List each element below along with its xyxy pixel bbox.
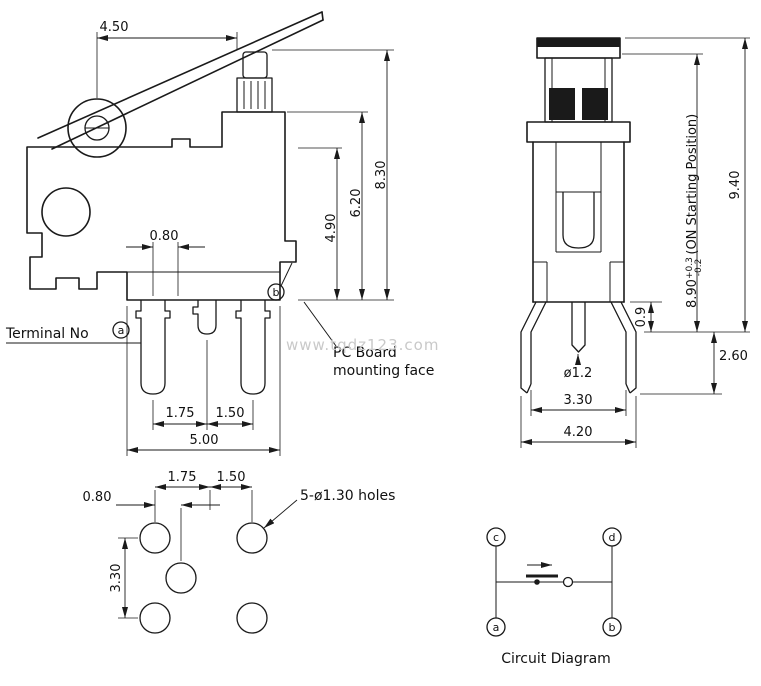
terminal-a-badge: a bbox=[118, 324, 125, 337]
dim-row-pitch: 3.30 bbox=[109, 537, 138, 619]
dim-pin-pitch: 1.75 1.50 bbox=[152, 340, 254, 430]
circuit-caption: Circuit Diagram bbox=[501, 651, 611, 667]
front-view: 9.40 8.90+0.3-0.2(ON Starting Position) … bbox=[520, 37, 750, 448]
terminal-legs-front bbox=[520, 301, 637, 394]
pcb-hole-view: 1.75 1.50 0.80 3.30 5-ø1.30 holes bbox=[83, 470, 395, 634]
pc-board-label-2: mounting face bbox=[333, 363, 434, 379]
dim-pitch-2-label: 1.50 bbox=[217, 470, 246, 485]
dim-leg-span-label: 3.30 bbox=[564, 393, 593, 408]
dim-top-width-label: 4.50 bbox=[100, 20, 129, 35]
lever-hinge bbox=[67, 98, 127, 158]
dim-base-width-label: 5.00 bbox=[190, 433, 219, 448]
dim-pin-offset-label: 0.80 bbox=[150, 229, 179, 244]
dim-overall-width-label: 4.20 bbox=[564, 425, 593, 440]
terminal-no-label: Terminal No bbox=[5, 326, 89, 342]
circuit-terminal-d: d bbox=[609, 531, 616, 544]
circuit-diagram: c d a b Circuit Diagram bbox=[486, 527, 622, 667]
dim-height-total-label: 8.30 bbox=[374, 161, 389, 190]
plunger-button-side bbox=[236, 51, 273, 113]
switch-body-front bbox=[526, 37, 631, 303]
dim-pin-dia-label: ø1.2 bbox=[564, 366, 593, 381]
dim-height-lower-label: 4.90 bbox=[324, 214, 339, 243]
dim-leg-length-label: 2.60 bbox=[719, 349, 748, 364]
dim-base-width: 5.00 bbox=[126, 306, 281, 456]
circuit-terminal-b: b bbox=[609, 621, 616, 634]
lever-arm bbox=[37, 11, 324, 150]
dim-height-body-label: 6.20 bbox=[349, 189, 364, 218]
dim-standoff-label: 0.9 bbox=[634, 307, 649, 328]
dim-on-position-label: 8.90+0.3-0.2(ON Starting Position) bbox=[685, 114, 704, 308]
pc-board-callout: PC Board mounting face bbox=[303, 301, 434, 379]
dim-hole-pitch: 1.75 1.50 bbox=[154, 470, 253, 522]
dim-front-total-label: 9.40 bbox=[728, 171, 743, 200]
circuit-terminal-c: c bbox=[493, 531, 499, 544]
dim-top-width: 4.50 bbox=[96, 20, 238, 98]
dim-pin-pitch-1-label: 1.75 bbox=[166, 406, 195, 421]
dim-front-widths: 3.30 4.20 ø1.2 bbox=[520, 354, 637, 448]
dim-hole-offset: 0.80 bbox=[83, 490, 220, 561]
side-view: 4.50 8.30 6.20 4.90 0.80 bbox=[5, 11, 434, 456]
switch-pivot-dot bbox=[534, 579, 540, 585]
circuit-terminal-a: a bbox=[493, 621, 500, 634]
terminal-pins-side bbox=[135, 300, 271, 395]
switch-body-side bbox=[26, 111, 297, 301]
holes-callout: 5-ø1.30 holes bbox=[263, 488, 395, 529]
watermark-text: www.tqdz123.com bbox=[286, 336, 439, 354]
terminal-b-badge: b bbox=[273, 286, 280, 299]
dim-heights: 8.30 6.20 4.90 bbox=[272, 49, 394, 301]
pc-board-label-1: PC Board bbox=[333, 345, 397, 361]
holes-callout-label: 5-ø1.30 holes bbox=[300, 488, 395, 504]
dim-front-heights: 9.40 8.90+0.3-0.2(ON Starting Position) … bbox=[622, 37, 750, 395]
dim-pin-offset: 0.80 bbox=[126, 229, 205, 296]
center-pin-front bbox=[571, 302, 586, 353]
switch-contact bbox=[562, 576, 574, 588]
dim-row-pitch-label: 3.30 bbox=[109, 564, 124, 593]
dim-pitch-1-label: 1.75 bbox=[168, 470, 197, 485]
dim-offset-label: 0.80 bbox=[83, 490, 112, 505]
terminal-callouts: Terminal No a b bbox=[5, 262, 293, 344]
dim-pin-pitch-2-label: 1.50 bbox=[216, 406, 245, 421]
mounting-holes bbox=[139, 522, 268, 634]
